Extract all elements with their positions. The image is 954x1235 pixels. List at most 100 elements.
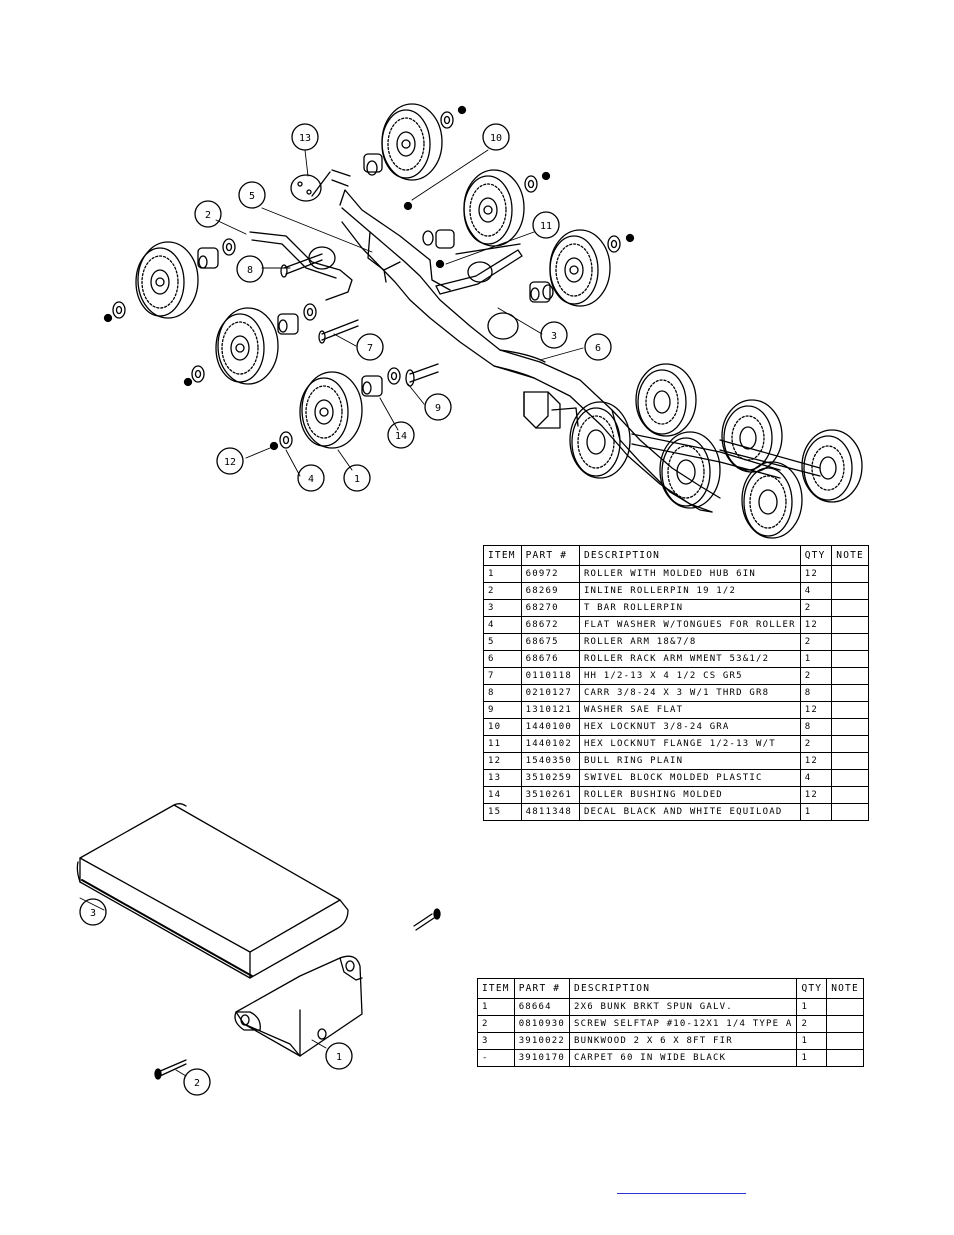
table-cell — [826, 1015, 864, 1033]
table-cell: 12 — [799, 565, 833, 583]
table-cell: 2 — [477, 1015, 515, 1033]
table-cell: 4 — [799, 582, 833, 600]
table-cell: 4811348 — [520, 803, 580, 821]
table-cell: 4 — [799, 769, 833, 787]
table-cell: 3510259 — [520, 769, 580, 787]
table-cell: 1 — [796, 998, 828, 1016]
bunk-board — [76, 803, 349, 979]
col-part: PART # — [520, 545, 580, 566]
callout-bottom-1: 1 — [336, 1052, 342, 1063]
leader-lines-top — [215, 149, 584, 477]
table-cell: 68270 — [520, 599, 580, 617]
callout-9: 9 — [435, 403, 441, 414]
table-cell: 68672 — [520, 616, 580, 634]
table-cell: ROLLER BUSHING MOLDED — [578, 786, 801, 804]
table-cell: 12 — [799, 752, 833, 770]
table-cell: 2 — [799, 633, 833, 651]
table-cell: BUNKWOOD 2 X 6 X 8FT FIR — [569, 1032, 798, 1050]
table-cell: 1 — [483, 565, 522, 583]
hyperlink-underline[interactable] — [617, 1193, 746, 1194]
col-description: DESCRIPTION — [578, 545, 801, 566]
callout-bottom-3: 3 — [90, 908, 96, 919]
table-cell: 15 — [483, 803, 522, 821]
table-cell: 8 — [483, 684, 522, 702]
callout-bottom-2: 2 — [194, 1078, 200, 1089]
table-header-row: ITEM PART # DESCRIPTION QTY NOTE — [477, 978, 864, 999]
table-cell: CARPET 60 IN WIDE BLACK — [569, 1049, 798, 1067]
table-cell: 12 — [799, 786, 833, 804]
bolts — [280, 243, 521, 387]
table-cell: 2 — [799, 735, 833, 753]
rack-arm — [249, 169, 821, 513]
washers — [112, 111, 621, 449]
table-cell — [831, 582, 869, 600]
table-cell: SCREW SELFTAP #10-12X1 1/4 TYPE A — [569, 1015, 798, 1033]
table-cell: 14 — [483, 786, 522, 804]
table-cell: 5 — [483, 633, 522, 651]
table-cell: HEX LOCKNUT FLANGE 1/2-13 W/T — [578, 735, 801, 753]
col-note: NOTE — [826, 978, 864, 999]
table-cell — [826, 1049, 864, 1067]
table-cell: 3910022 — [513, 1032, 571, 1050]
callout-11: 11 — [540, 221, 552, 232]
table-cell: ROLLER ARM 18&7/8 — [578, 633, 801, 651]
table-cell: 3 — [477, 1032, 515, 1050]
table-cell: - — [477, 1049, 515, 1067]
table-cell: 1440102 — [520, 735, 580, 753]
table-cell: 9 — [483, 701, 522, 719]
table-cell: 7 — [483, 667, 522, 685]
table-cell: 2 — [483, 582, 522, 600]
table-cell: 68676 — [520, 650, 580, 668]
table-cell: 68664 — [513, 998, 571, 1016]
table-cell — [831, 786, 869, 804]
table-cell: 11 — [483, 735, 522, 753]
table-cell: 2 — [799, 599, 833, 617]
table-cell: T BAR ROLLERPIN — [578, 599, 801, 617]
table-cell — [831, 565, 869, 583]
table-cell — [831, 769, 869, 787]
callout-13: 13 — [299, 133, 311, 144]
table-cell: 1540350 — [520, 752, 580, 770]
table-cell — [831, 667, 869, 685]
table-cell: 12 — [483, 752, 522, 770]
table-cell — [831, 718, 869, 736]
rollers — [135, 103, 863, 539]
table-cell: 8 — [799, 684, 833, 702]
callout-5: 5 — [249, 191, 255, 202]
table-cell: 3 — [483, 599, 522, 617]
table-cell: WASHER SAE FLAT — [578, 701, 801, 719]
callout-6: 6 — [595, 343, 601, 354]
screws — [154, 908, 441, 1080]
swivel-blocks — [290, 174, 519, 340]
table-cell: 0210127 — [520, 684, 580, 702]
table-cell — [831, 633, 869, 651]
table-cell — [831, 684, 869, 702]
table-header-row: ITEM PART # DESCRIPTION QTY NOTE — [483, 545, 869, 566]
col-description: DESCRIPTION — [569, 978, 798, 999]
table-cell: BULL RING PLAIN — [578, 752, 801, 770]
table-cell: 1440100 — [520, 718, 580, 736]
table-cell: DECAL BLACK AND WHITE EQUILOAD — [578, 803, 801, 821]
table-cell — [831, 650, 869, 668]
bushings — [197, 153, 551, 397]
table-cell — [831, 735, 869, 753]
bunk-bracket — [234, 955, 363, 1057]
table-cell: 1 — [796, 1049, 828, 1067]
table-cell: 0110118 — [520, 667, 580, 685]
callout-1: 1 — [354, 474, 360, 485]
callout-8: 8 — [247, 265, 253, 276]
table-cell: 60972 — [520, 565, 580, 583]
